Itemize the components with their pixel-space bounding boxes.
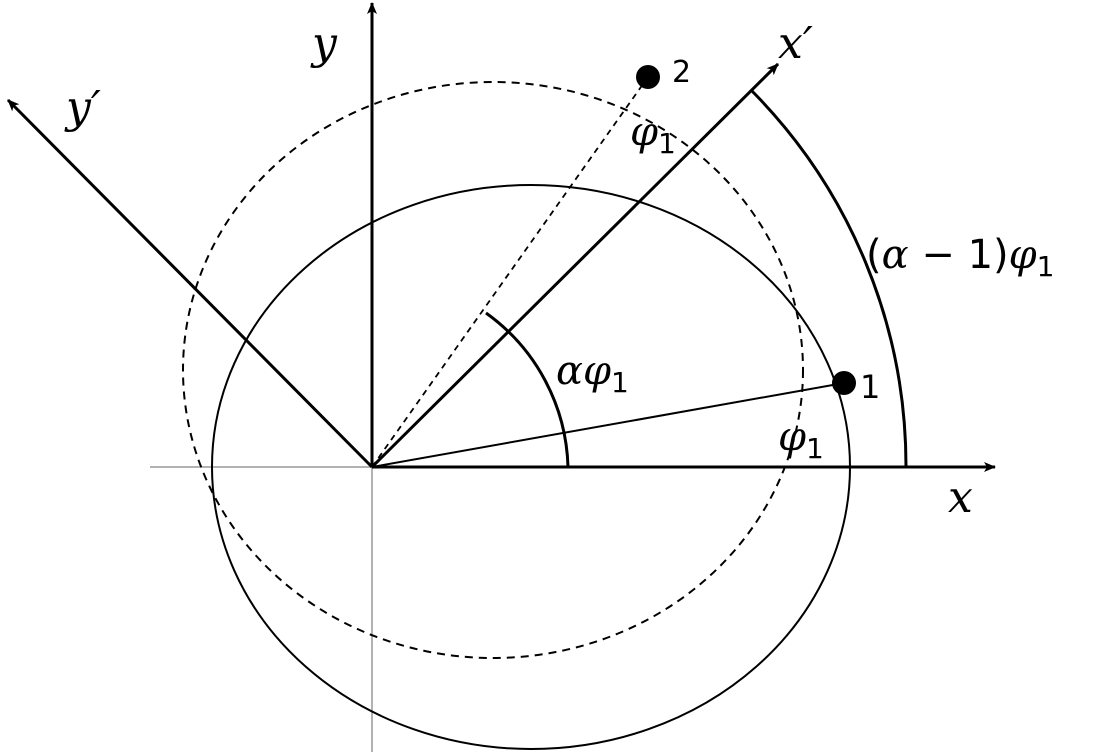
alpha-minus-one-phi1-arc (749, 88, 908, 468)
y-prime-axis-label: y′ (64, 82, 101, 133)
phi-symbol: φ (1009, 232, 1037, 278)
dashed-rotated-ellipse (182, 81, 804, 659)
point-1-marker (832, 371, 856, 395)
point-1-label: 1 (860, 368, 880, 406)
origin-to-point-1-line (371, 382, 845, 468)
alpha-phi1-label: αφ1 (556, 348, 629, 399)
point-2-marker (636, 65, 660, 89)
phi-symbol: φ (630, 109, 658, 155)
phi-symbol: φ (778, 414, 806, 460)
alpha-phi1-arc (485, 311, 570, 468)
open-paren: ( (866, 232, 882, 278)
phi1-label-near-point-1: φ1 (778, 414, 824, 465)
phi-subscript: 1 (611, 366, 629, 399)
x-prime-axis-label: x′ (778, 18, 813, 69)
x-prime-axis (370, 62, 780, 469)
y-prime-axis (6, 98, 374, 469)
point-2-label: 2 (672, 55, 691, 90)
origin-to-point-2-dashed-line (371, 76, 649, 468)
phi-subscript: 1 (658, 127, 676, 160)
y-axis-label: y (310, 18, 338, 69)
phi-subscript: 1 (1037, 250, 1055, 283)
alpha-minus-one-phi1-label: (α − 1)φ1 (866, 232, 1054, 283)
x-axis-label: x (948, 472, 973, 523)
minus-one-paren: − 1) (909, 232, 1009, 278)
phi-symbol: φ (583, 348, 611, 394)
alpha-symbol: α (882, 232, 909, 278)
alpha-symbol: α (556, 348, 583, 394)
phi1-label-near-point-2: φ1 (630, 109, 676, 160)
phi-subscript: 1 (806, 432, 824, 465)
